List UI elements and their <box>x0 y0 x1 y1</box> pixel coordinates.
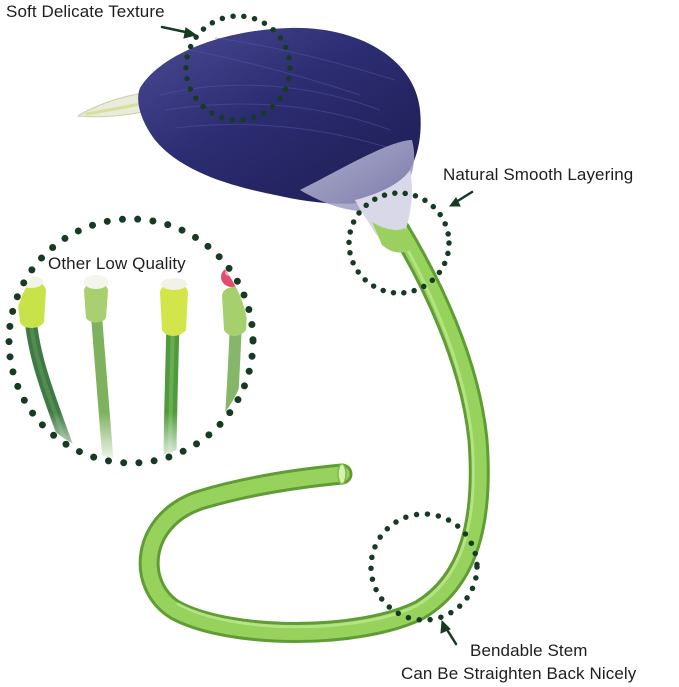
flower-stem <box>138 219 490 643</box>
label-straighten-back: Can Be Straighten Back Nicely <box>401 664 637 683</box>
label-natural-smooth-layering: Natural Smooth Layering <box>443 165 634 184</box>
dotted-circles <box>5 13 480 623</box>
comparison-circle <box>5 215 257 467</box>
flower-base <box>355 170 413 242</box>
label-other-low-quality: Other Low Quality <box>48 254 186 273</box>
stem-highlight-circle <box>368 511 480 623</box>
label-bendable-stem: Bendable Stem <box>470 641 588 660</box>
arrow-icon-texture <box>160 25 198 39</box>
flower-tip <box>76 91 153 118</box>
stem-cut-end <box>337 463 347 485</box>
label-soft-delicate-texture: Soft Delicate Texture <box>6 2 165 21</box>
calla-lily-flower <box>76 27 421 253</box>
comparison-inset <box>13 223 249 459</box>
texture-highlight-circle <box>183 13 293 123</box>
annotation-arrows <box>160 25 474 646</box>
arrow-icon-layering <box>449 190 474 207</box>
layering-highlight-circle <box>346 190 452 296</box>
arrow-icon-stem <box>440 619 458 646</box>
flower-petal <box>138 27 421 204</box>
